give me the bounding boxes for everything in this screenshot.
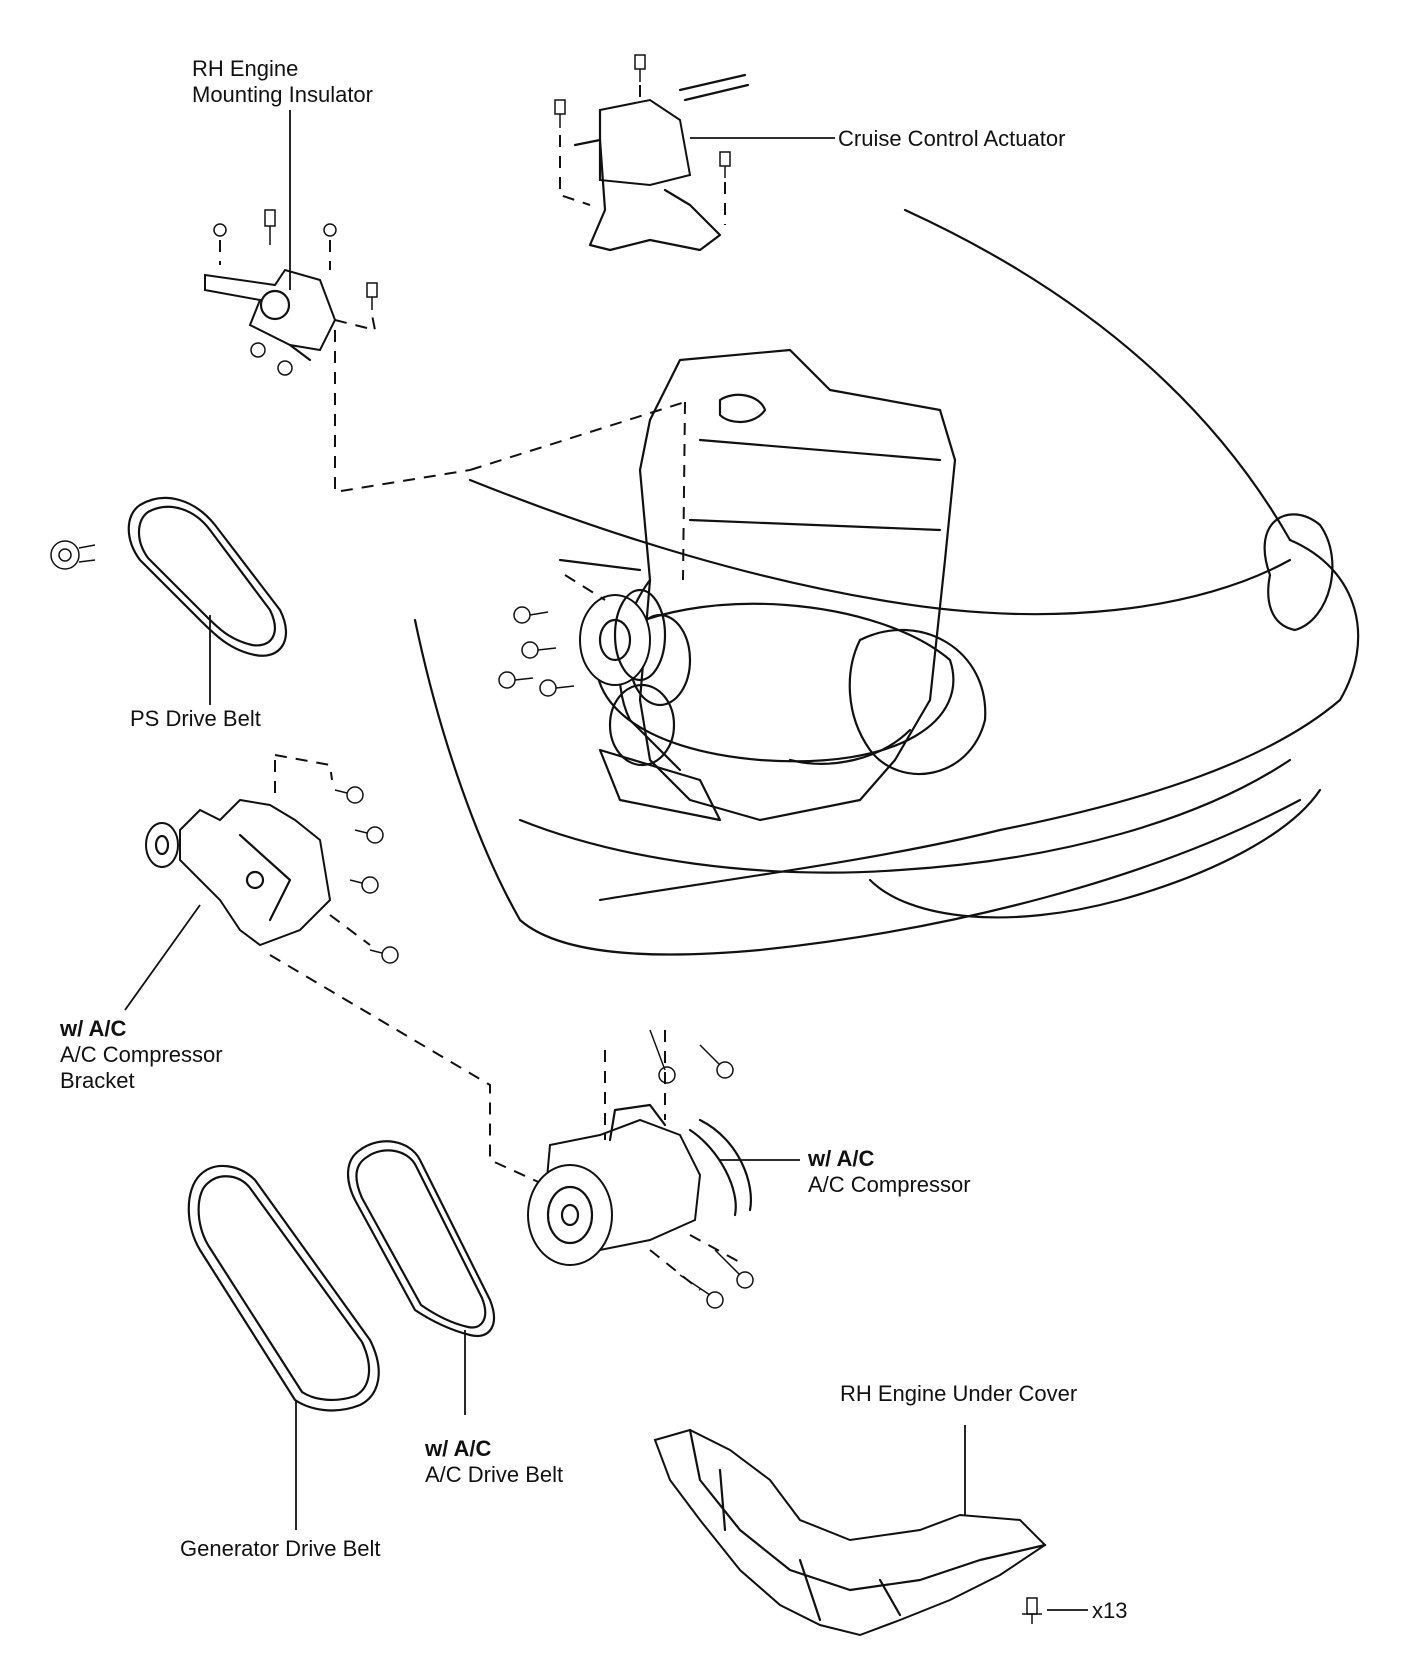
ac-compressor-bracket-part (124, 754, 546, 1186)
label-line: PS Drive Belt (130, 706, 261, 731)
label-rh-engine-under-cover: RH Engine Under Cover (840, 1381, 1077, 1407)
label-line: A/C Compressor (808, 1172, 971, 1197)
label-qualifier: w/ A/C (808, 1146, 875, 1171)
car-body-outline (413, 208, 1360, 956)
rh-engine-under-cover-part (653, 1425, 1088, 1637)
ps-drive-belt-part (50, 496, 288, 705)
ac-drive-belt-part (347, 1140, 495, 1415)
generator-drive-belt-part (187, 1164, 380, 1530)
label-line: RH Engine (192, 56, 299, 81)
label-cruise-control-actuator: Cruise Control Actuator (838, 126, 1065, 152)
label-qualifier: w/ A/C (60, 1016, 127, 1041)
leader-lines (289, 110, 835, 290)
label-rh-engine-mounting-insulator: RH Engine Mounting Insulator (192, 56, 373, 108)
label-line: RH Engine Under Cover (840, 1381, 1078, 1406)
ac-compressor-part (527, 1029, 800, 1309)
label-generator-drive-belt: Generator Drive Belt (180, 1536, 381, 1562)
label-ac-drive-belt: w/ A/C A/C Drive Belt (425, 1436, 563, 1488)
label-line: Generator Drive Belt (180, 1536, 381, 1561)
label-ac-compressor-bracket: w/ A/C A/C Compressor Bracket (60, 1016, 223, 1094)
label-line: A/C Compressor (60, 1042, 223, 1067)
label-line: A/C Drive Belt (425, 1462, 564, 1487)
label-line: x13 (1092, 1598, 1128, 1623)
label-qualifier: w/ A/C (425, 1436, 492, 1461)
pulley-and-bolts (498, 574, 667, 697)
label-line: Mounting Insulator (192, 82, 373, 107)
label-ac-compressor: w/ A/C A/C Compressor (808, 1146, 971, 1198)
label-ps-drive-belt: PS Drive Belt (130, 706, 261, 732)
label-under-cover-bolt-count: x13 (1092, 1598, 1127, 1624)
cruise-control-actuator-part (554, 54, 750, 252)
label-line: Bracket (60, 1068, 135, 1093)
rh-engine-mounting-insulator-part (204, 209, 686, 581)
label-line: Cruise Control Actuator (838, 126, 1066, 151)
engine-block (558, 348, 957, 822)
